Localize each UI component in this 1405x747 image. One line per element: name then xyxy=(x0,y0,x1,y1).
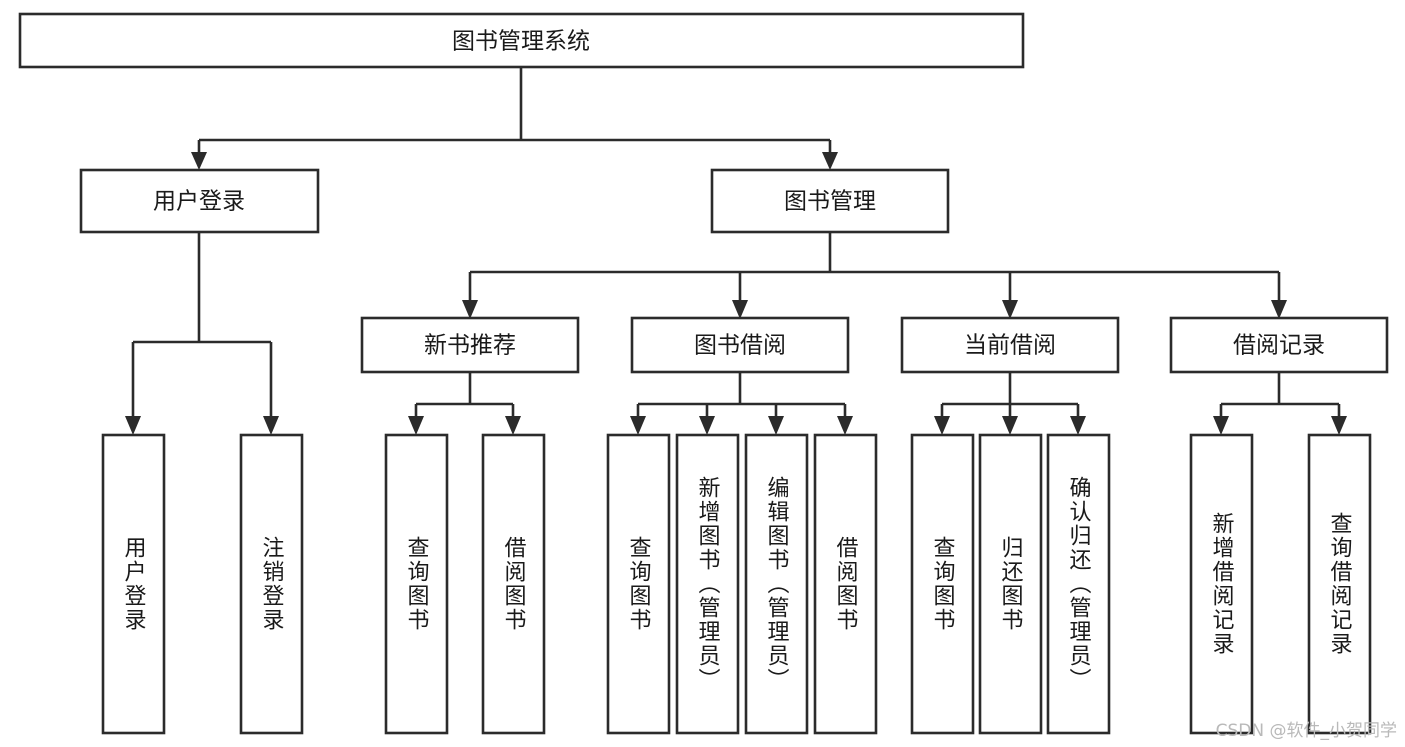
leaf-book-borrow-borrow-box[interactable] xyxy=(813,433,878,735)
leaf-current-borrow-query-label: 查询图书 xyxy=(930,536,956,632)
leaf-current-borrow-return[interactable]: 归还图书 xyxy=(978,433,1043,735)
leaf-new-book-query-box[interactable] xyxy=(384,433,449,735)
node-root-book-management-system[interactable]: 图书管理系统 xyxy=(18,12,1025,69)
node-new-book-recommend-label: 新书推荐 xyxy=(424,333,516,359)
leaf-book-borrow-add[interactable]: 新增图书（管理员） xyxy=(675,433,740,735)
node-root-label: 图书管理系统 xyxy=(452,29,590,55)
node-root-box[interactable] xyxy=(18,12,1025,69)
leaf-borrow-record-query[interactable]: 查询借阅记录 xyxy=(1307,433,1372,735)
leaf-user-login-logout-box[interactable] xyxy=(239,433,304,735)
node-book-borrow-label: 图书借阅 xyxy=(694,333,786,359)
node-book-management-box[interactable] xyxy=(710,168,950,234)
arrow-head-book-borrow-l3 xyxy=(768,416,784,435)
node-book-management-label: 图书管理 xyxy=(784,189,876,215)
arrow-head-current-borrow-l2 xyxy=(1002,416,1018,435)
leaf-borrow-record-query-box[interactable] xyxy=(1307,433,1372,735)
node-borrow-record[interactable]: 借阅记录 xyxy=(1169,316,1389,374)
arrow-head-borrow-record-l2 xyxy=(1331,416,1347,435)
leaf-borrow-record-add-label: 新增借阅记录 xyxy=(1209,512,1235,656)
arrow-head-book-borrow xyxy=(732,300,748,319)
node-book-borrow-box[interactable] xyxy=(630,316,850,374)
node-borrow-record-box[interactable] xyxy=(1169,316,1389,374)
leaf-current-borrow-query[interactable]: 查询图书 xyxy=(910,433,975,735)
leaf-current-borrow-confirm-box[interactable] xyxy=(1046,433,1111,735)
leaf-borrow-record-query-label: 查询借阅记录 xyxy=(1327,512,1353,656)
leaf-new-book-borrow-label: 借阅图书 xyxy=(501,536,527,632)
node-book-borrow[interactable]: 图书借阅 xyxy=(630,316,850,374)
csdn-watermark: CSDN @软件_小贺同学 xyxy=(1215,721,1397,741)
leaf-current-borrow-confirm-label: 确认归还（管理员） xyxy=(1066,476,1092,692)
leaf-book-borrow-query[interactable]: 查询图书 xyxy=(606,433,671,735)
leaf-current-borrow-query-box[interactable] xyxy=(910,433,975,735)
arrow-head-book-mgmt xyxy=(822,152,838,170)
arrow-head-book-borrow-l1 xyxy=(630,416,646,435)
node-new-book-recommend-box[interactable] xyxy=(360,316,580,374)
leaf-user-login-logout[interactable]: 注销登录 xyxy=(239,433,304,735)
leaf-user-login-login[interactable]: 用户登录 xyxy=(101,433,166,735)
arrow-head-user-login-leaf2 xyxy=(263,416,279,435)
connector-layer xyxy=(125,67,1347,435)
arrow-head-new-book-l2 xyxy=(505,416,521,435)
arrow-head-new-book-l1 xyxy=(408,416,424,435)
node-user-login-label: 用户登录 xyxy=(153,189,245,215)
leaf-book-borrow-add-box[interactable] xyxy=(675,433,740,735)
node-book-management[interactable]: 图书管理 xyxy=(710,168,950,234)
arrow-head-current-borrow xyxy=(1002,300,1018,319)
arrow-head-new-book xyxy=(462,300,478,319)
leaf-book-borrow-edit[interactable]: 编辑图书（管理员） xyxy=(744,433,809,735)
leaf-new-book-query-label: 查询图书 xyxy=(404,536,430,632)
node-current-borrow-box[interactable] xyxy=(900,316,1120,374)
leaf-book-borrow-add-label: 新增图书（管理员） xyxy=(695,476,721,692)
arrow-head-book-borrow-l4 xyxy=(837,416,853,435)
leaf-user-login-login-label: 用户登录 xyxy=(121,536,147,632)
arrow-head-current-borrow-l3 xyxy=(1070,416,1086,435)
node-user-login-box[interactable] xyxy=(79,168,320,234)
arrow-head-user-login-leaf1 xyxy=(125,416,141,435)
leaf-new-book-query[interactable]: 查询图书 xyxy=(384,433,449,735)
leaf-book-borrow-edit-label: 编辑图书（管理员） xyxy=(764,476,790,692)
leaf-current-borrow-return-box[interactable] xyxy=(978,433,1043,735)
node-current-borrow[interactable]: 当前借阅 xyxy=(900,316,1120,374)
leaf-user-login-login-box[interactable] xyxy=(101,433,166,735)
leaf-book-borrow-query-box[interactable] xyxy=(606,433,671,735)
leaf-book-borrow-borrow[interactable]: 借阅图书 xyxy=(813,433,878,735)
leaf-current-borrow-return-label: 归还图书 xyxy=(998,536,1024,632)
arrow-head-book-borrow-l2 xyxy=(699,416,715,435)
arrow-head-borrow-record-l1 xyxy=(1213,416,1229,435)
node-user-login[interactable]: 用户登录 xyxy=(79,168,320,234)
leaf-book-borrow-borrow-label: 借阅图书 xyxy=(833,536,859,632)
node-current-borrow-label: 当前借阅 xyxy=(964,333,1056,359)
arrow-head-borrow-record xyxy=(1271,300,1287,319)
leaf-new-book-borrow[interactable]: 借阅图书 xyxy=(481,433,546,735)
leaf-borrow-record-add[interactable]: 新增借阅记录 xyxy=(1189,433,1254,735)
node-new-book-recommend[interactable]: 新书推荐 xyxy=(360,316,580,374)
leaf-book-borrow-edit-box[interactable] xyxy=(744,433,809,735)
leaf-current-borrow-confirm[interactable]: 确认归还（管理员） xyxy=(1046,433,1111,735)
leaf-user-login-logout-label: 注销登录 xyxy=(259,536,285,632)
leaf-borrow-record-add-box[interactable] xyxy=(1189,433,1254,735)
leaf-new-book-borrow-box[interactable] xyxy=(481,433,546,735)
arrow-head-current-borrow-l1 xyxy=(934,416,950,435)
node-borrow-record-label: 借阅记录 xyxy=(1233,333,1325,359)
arrow-head-user-login xyxy=(191,152,207,170)
leaf-book-borrow-query-label: 查询图书 xyxy=(626,536,652,632)
